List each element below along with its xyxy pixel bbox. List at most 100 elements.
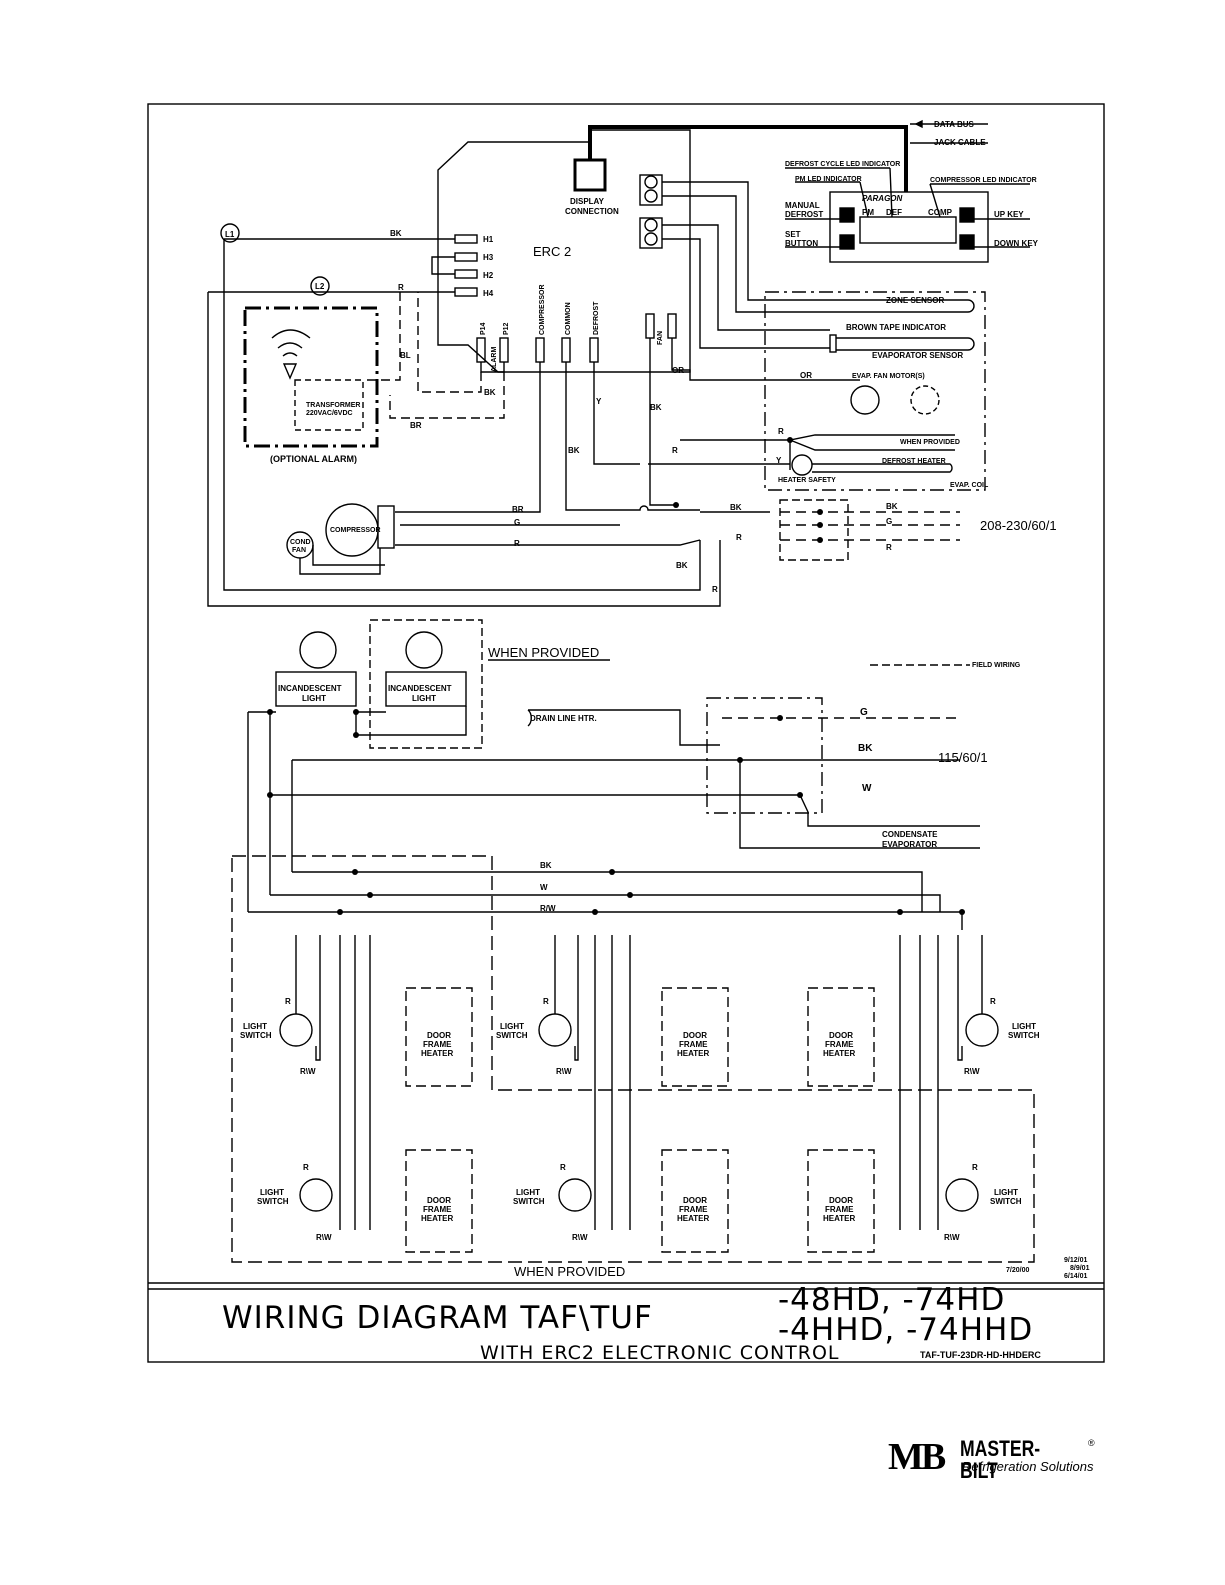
label-alarm: ALARM	[491, 347, 498, 372]
label-light-switch-m2: LIGHT	[516, 1188, 540, 1197]
label-light-switch-m1: LIGHT	[500, 1022, 524, 1031]
label-brown-tape: BROWN TAPE INDICATOR	[846, 323, 946, 332]
label-bk-115: BK	[858, 743, 873, 754]
label-r-m1: R	[543, 997, 549, 1006]
label-h3: H3	[483, 253, 494, 262]
label-w-bus: W	[540, 883, 548, 892]
label-evap-sensor: EVAPORATOR SENSOR	[872, 351, 963, 360]
label-heater-r1: HEATER	[823, 1049, 856, 1058]
label-data-bus: DATA BUS	[934, 120, 975, 129]
label-manual: MANUAL	[785, 201, 820, 210]
label-pm-led: PM LED INDICATOR	[795, 176, 862, 183]
date-3: 6/14/01	[1064, 1273, 1087, 1280]
label-optional-alarm: (OPTIONAL ALARM)	[270, 454, 357, 464]
label-defrost-term: DEFROST	[593, 301, 600, 335]
label-rw-r2: R\W	[944, 1233, 960, 1242]
label-cond-fan: FAN	[292, 547, 306, 554]
label-erc2: ERC 2	[533, 244, 571, 259]
label-frame-m1: FRAME	[679, 1040, 708, 1049]
label-switch-r2: SWITCH	[990, 1197, 1022, 1206]
label-compressor-led: COMPRESSOR LED INDICATOR	[930, 177, 1037, 184]
label-r-field: R	[886, 543, 892, 552]
label-l1: L1	[225, 230, 235, 239]
label-switch-m1: SWITCH	[496, 1031, 528, 1040]
label-light-switch-r2: LIGHT	[994, 1188, 1018, 1197]
label-compressor-term: COMPRESSOR	[539, 284, 546, 335]
label-bk-common: BK	[568, 446, 580, 455]
label-heater-safety: HEATER SAFETY	[778, 477, 836, 484]
label-r-comp: R	[514, 539, 520, 548]
label-p14: P14	[480, 322, 487, 335]
label-or-evap: OR	[800, 371, 812, 380]
label-door-r1: DOOR	[829, 1031, 853, 1040]
label-r-l2b: R	[303, 1163, 309, 1172]
label-light-switch-l2: LIGHT	[260, 1188, 284, 1197]
label-defrost: DEFROST	[785, 210, 823, 219]
label-when-provided-top: WHEN PROVIDED	[488, 645, 599, 660]
label-transformer: TRANSFORMER	[306, 402, 360, 409]
label-bk-fan: BK	[650, 403, 662, 412]
label-bk-alarm: BK	[484, 388, 496, 397]
label-field-wiring: FIELD WIRING	[972, 662, 1021, 669]
label-g-field: G	[886, 517, 892, 526]
label-light-1: LIGHT	[302, 694, 326, 703]
label-y-evap: Y	[776, 456, 782, 465]
title-models-2: -4HHD, -74HHD	[778, 1312, 1033, 1348]
label-down-key: DOWN KEY	[994, 239, 1039, 248]
label-r-r2: R	[972, 1163, 978, 1172]
label-heater-l1: HEATER	[421, 1049, 454, 1058]
label-g-comp: G	[514, 518, 520, 527]
paragon-display	[829, 191, 989, 263]
label-zone-sensor: ZONE SENSOR	[886, 296, 944, 305]
label-connection: CONNECTION	[565, 207, 619, 216]
label-g-115: G	[860, 707, 868, 718]
label-door-l2: DOOR	[427, 1196, 451, 1205]
label-frame-l1: FRAME	[423, 1040, 452, 1049]
logo-mb-mark: MB	[888, 1436, 946, 1478]
label-bk-supply: BK	[730, 503, 742, 512]
label-or-fan: OR	[672, 366, 684, 375]
label-drain-line: DRAIN LINE HTR.	[530, 714, 597, 723]
label-frame-l2: FRAME	[423, 1205, 452, 1214]
label-br-comp: BR	[512, 505, 524, 514]
label-when-provided-small: WHEN PROVIDED	[900, 439, 960, 446]
label-rw-r1: R\W	[964, 1067, 980, 1076]
label-light-switch-l1: LIGHT	[243, 1022, 267, 1031]
middle-column	[538, 935, 729, 1253]
label-defrost-heater: DEFROST HEATER	[882, 458, 946, 465]
label-bl: BL	[400, 351, 411, 360]
optional-alarm-box	[243, 306, 379, 448]
label-paragon: PARAGON	[862, 194, 903, 203]
label-switch-m2: SWITCH	[513, 1197, 545, 1206]
label-r-l1: R	[285, 997, 291, 1006]
right-column	[807, 935, 999, 1253]
title-models-1: -48HD, -74HD	[778, 1282, 1005, 1318]
label-set: SET	[785, 230, 801, 239]
label-p12: P12	[503, 322, 510, 335]
label-bk-l1: BK	[390, 229, 402, 238]
label-evap-fan: EVAP. FAN MOTOR(S)	[852, 373, 925, 380]
label-bk-bus: BK	[540, 861, 552, 870]
label-transformer-v: 220VAC/6VDC	[306, 410, 353, 417]
label-bk-field: BK	[886, 502, 898, 511]
label-r-supply: R	[736, 533, 742, 542]
label-frame-r2: FRAME	[825, 1205, 854, 1214]
label-fan-term: FAN	[657, 331, 664, 345]
logo-registered: ®	[1088, 1438, 1095, 1448]
label-incandescent-2: INCANDESCENT	[388, 684, 452, 693]
label-power-115: 115/60/1	[938, 750, 988, 765]
label-r-l2-return: R	[712, 585, 718, 594]
label-h4: H4	[483, 289, 494, 298]
label-rw-m1: R\W	[556, 1067, 572, 1076]
label-display: DISPLAY	[570, 197, 605, 206]
master-bilt-logo: MB MASTER-BILT ® Refrigeration Solutions	[888, 1436, 1098, 1482]
date-1: 9/12/01	[1064, 1257, 1087, 1264]
label-r-evap: R	[778, 427, 784, 436]
label-r-heater: R	[672, 446, 678, 455]
label-bk-l1-return: BK	[676, 561, 688, 570]
label-heater-l2: HEATER	[421, 1214, 454, 1223]
label-w-115: W	[862, 783, 872, 794]
data-bus-cable	[588, 125, 908, 192]
label-l2: L2	[315, 282, 325, 291]
